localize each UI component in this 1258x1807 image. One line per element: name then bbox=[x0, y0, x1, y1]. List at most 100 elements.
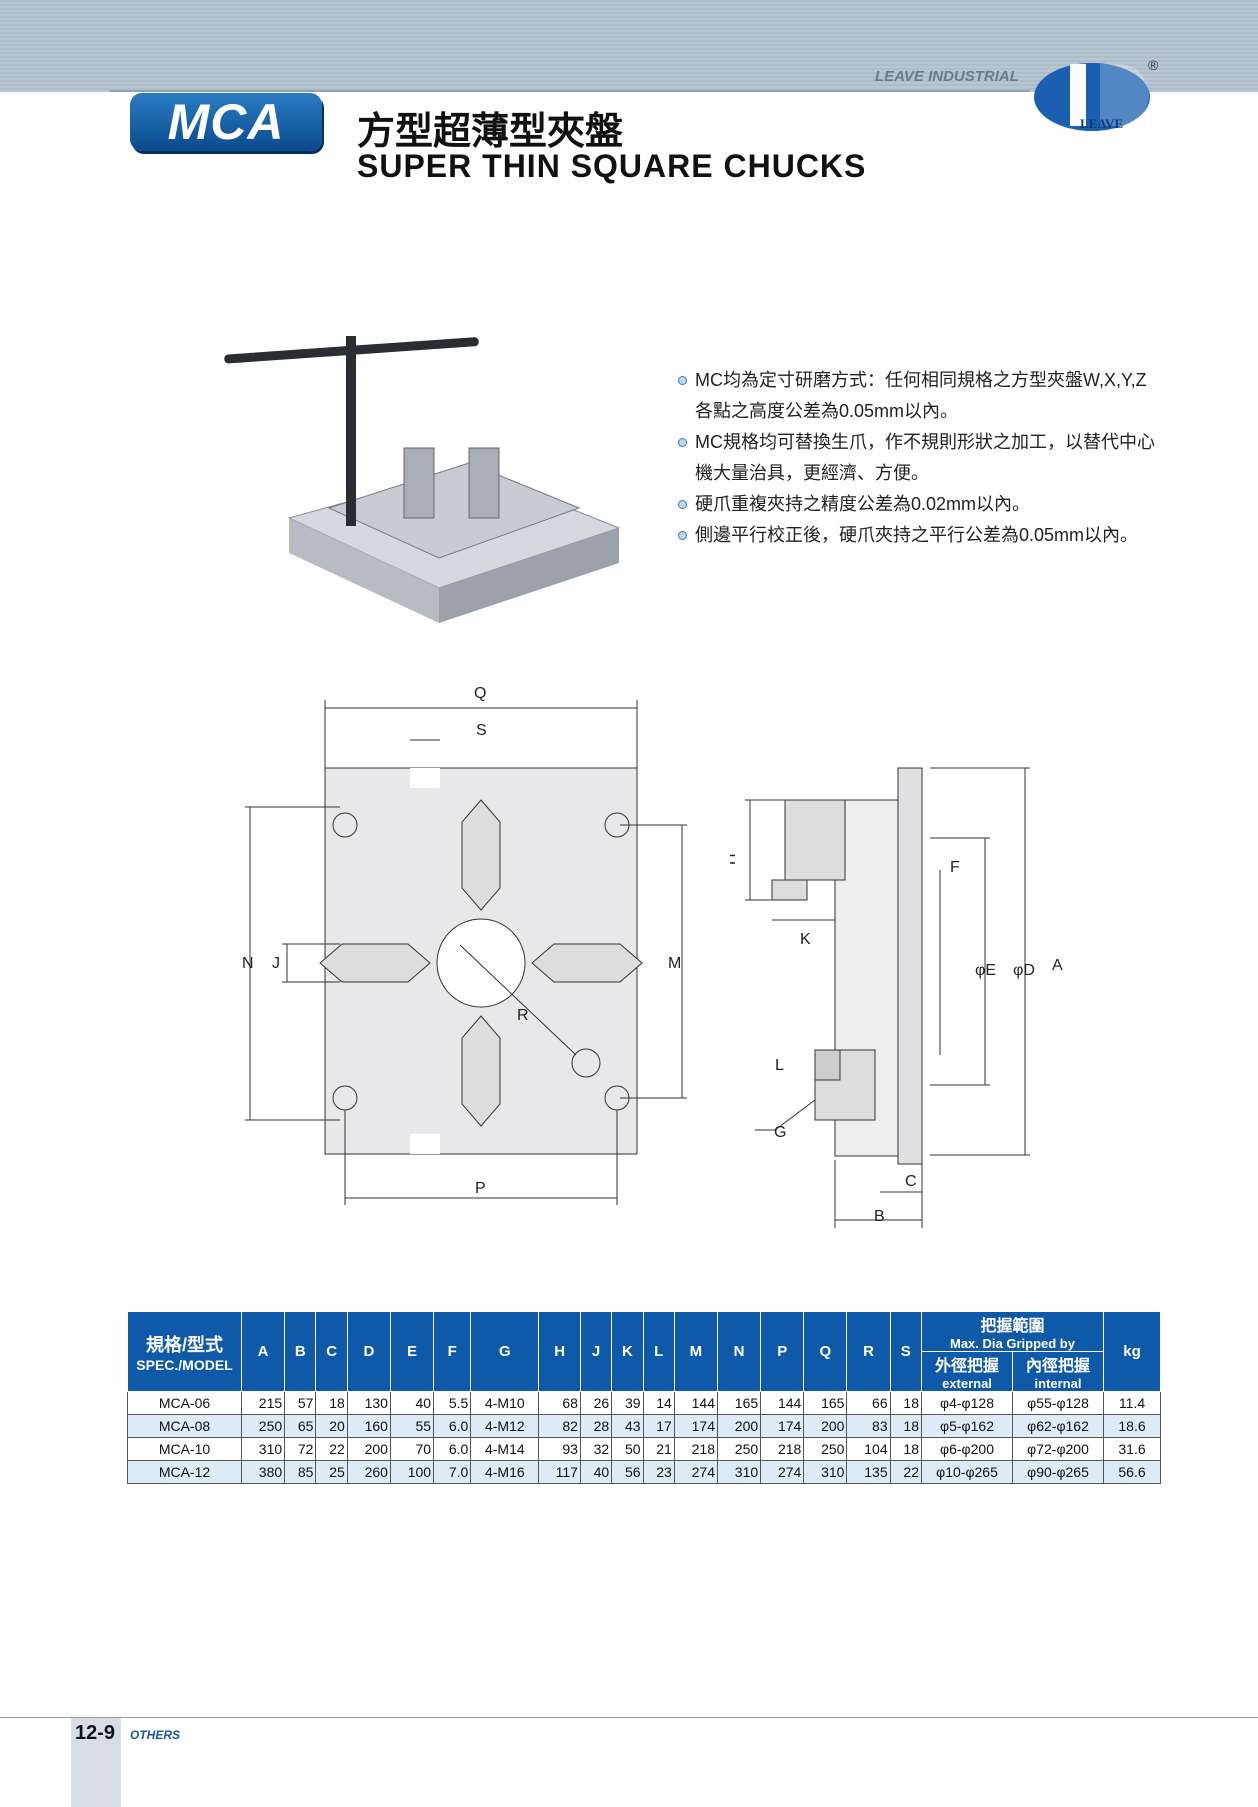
value-cell: 20 bbox=[315, 1414, 348, 1438]
dim-label: H bbox=[730, 853, 739, 865]
value-cell: 165 bbox=[803, 1391, 848, 1415]
bullet-icon bbox=[678, 531, 687, 540]
value-cell: 117 bbox=[538, 1460, 581, 1484]
title-chinese: 方型超薄型夾盤 bbox=[357, 111, 624, 153]
value-cell: 4-M12 bbox=[470, 1414, 540, 1438]
value-cell: φ55-φ128 bbox=[1012, 1391, 1104, 1415]
value-cell: 93 bbox=[538, 1437, 581, 1461]
col-header: A bbox=[240, 1311, 286, 1392]
value-cell: 250 bbox=[716, 1437, 762, 1461]
value-cell: 56 bbox=[611, 1460, 644, 1484]
value-cell: φ4-φ128 bbox=[921, 1391, 1013, 1415]
value-cell: 18 bbox=[315, 1391, 348, 1415]
value-cell: 18 bbox=[889, 1437, 923, 1461]
dim-label: P bbox=[475, 1180, 486, 1197]
col-header: B bbox=[284, 1311, 317, 1392]
value-cell: 200 bbox=[346, 1437, 391, 1461]
col-header: Q bbox=[803, 1311, 848, 1392]
value-cell: 18.6 bbox=[1103, 1414, 1161, 1438]
feature-text: 機大量治具，更經濟、方便。 bbox=[695, 463, 929, 483]
dim-label: N bbox=[242, 955, 254, 972]
value-cell: 57 bbox=[284, 1391, 317, 1415]
dim-label: φE bbox=[975, 962, 996, 979]
col-header: P bbox=[760, 1311, 805, 1392]
value-cell: 40 bbox=[579, 1460, 613, 1484]
value-cell: 68 bbox=[538, 1391, 581, 1415]
kg-header: kg bbox=[1103, 1311, 1161, 1392]
value-cell: 144 bbox=[673, 1391, 719, 1415]
value-cell: 25 bbox=[315, 1460, 348, 1484]
product-photo bbox=[224, 336, 621, 623]
dim-label: R bbox=[517, 1007, 529, 1024]
value-cell: 200 bbox=[716, 1414, 762, 1438]
value-cell: 32 bbox=[579, 1437, 613, 1461]
value-cell: φ10-φ265 bbox=[921, 1460, 1013, 1484]
value-cell: 260 bbox=[346, 1460, 391, 1484]
side-view-drawing: H F K φE φD A L G C B bbox=[730, 767, 1063, 1228]
model-cell: MCA-08 bbox=[127, 1414, 242, 1438]
value-cell: 144 bbox=[760, 1391, 805, 1415]
title-english: SUPER THIN SQUARE CHUCKS bbox=[357, 148, 867, 184]
feature-text: MC規格均可替換生爪，作不規則形狀之加工，以替代中心 bbox=[695, 432, 1155, 452]
col-header: G bbox=[470, 1311, 540, 1392]
dim-label: B bbox=[874, 1208, 885, 1225]
model-cell: MCA-12 bbox=[127, 1460, 242, 1484]
value-cell: 250 bbox=[240, 1414, 286, 1438]
dim-label: G bbox=[774, 1124, 786, 1141]
col-header: C bbox=[315, 1311, 348, 1392]
value-cell: 85 bbox=[284, 1460, 317, 1484]
value-cell: 200 bbox=[803, 1414, 848, 1438]
footer-divider bbox=[0, 1717, 1258, 1718]
bullet-icon bbox=[678, 438, 687, 447]
value-cell: 18 bbox=[889, 1391, 923, 1415]
bullet-icon bbox=[678, 376, 687, 385]
value-cell: 215 bbox=[240, 1391, 286, 1415]
value-cell: 4-M10 bbox=[470, 1391, 540, 1415]
feature-text: 硬爪重複夾持之精度公差為0.02mm以內。 bbox=[695, 494, 1031, 514]
dim-label: F bbox=[950, 859, 960, 876]
bullet-icon bbox=[678, 500, 687, 509]
dim-label: Q bbox=[474, 685, 486, 702]
dim-label: A bbox=[1052, 957, 1063, 974]
value-cell: 26 bbox=[579, 1391, 613, 1415]
value-cell: 174 bbox=[673, 1414, 719, 1438]
value-cell: 14 bbox=[642, 1391, 675, 1415]
value-cell: 104 bbox=[846, 1437, 891, 1461]
value-cell: 165 bbox=[716, 1391, 762, 1415]
col-header: N bbox=[716, 1311, 762, 1392]
section-label: OTHERS bbox=[130, 1728, 181, 1742]
value-cell: 28 bbox=[579, 1414, 613, 1438]
col-header: E bbox=[389, 1311, 435, 1392]
page-number: 12-9 bbox=[75, 1722, 116, 1744]
feature-item: 硬爪重複夾持之精度公差為0.02mm以內。 bbox=[678, 489, 1198, 520]
front-view-drawing: Q S N J M R P bbox=[242, 685, 687, 1205]
feature-text: MC均為定寸研磨方式：任何相同規格之方型夾盤W,X,Y,Z bbox=[695, 370, 1147, 390]
model-badge: MCA bbox=[130, 93, 322, 151]
dim-label: C bbox=[905, 1173, 917, 1190]
dim-label: J bbox=[272, 955, 280, 972]
header-band bbox=[0, 0, 1258, 92]
value-cell: 310 bbox=[803, 1460, 848, 1484]
value-cell: 40 bbox=[389, 1391, 435, 1415]
feature-item: 側邊平行校正後，硬爪夾持之平行公差為0.05mm以內。 bbox=[678, 520, 1198, 551]
value-cell: 4-M16 bbox=[470, 1460, 540, 1484]
brand-name: LEAVE INDUSTRIAL bbox=[875, 68, 1019, 85]
value-cell: 83 bbox=[846, 1414, 891, 1438]
dim-label: φD bbox=[1013, 962, 1035, 979]
value-cell: 310 bbox=[716, 1460, 762, 1484]
value-cell: 6.0 bbox=[433, 1437, 472, 1461]
col-header: J bbox=[579, 1311, 613, 1392]
value-cell: 100 bbox=[389, 1460, 435, 1484]
value-cell: 135 bbox=[846, 1460, 891, 1484]
